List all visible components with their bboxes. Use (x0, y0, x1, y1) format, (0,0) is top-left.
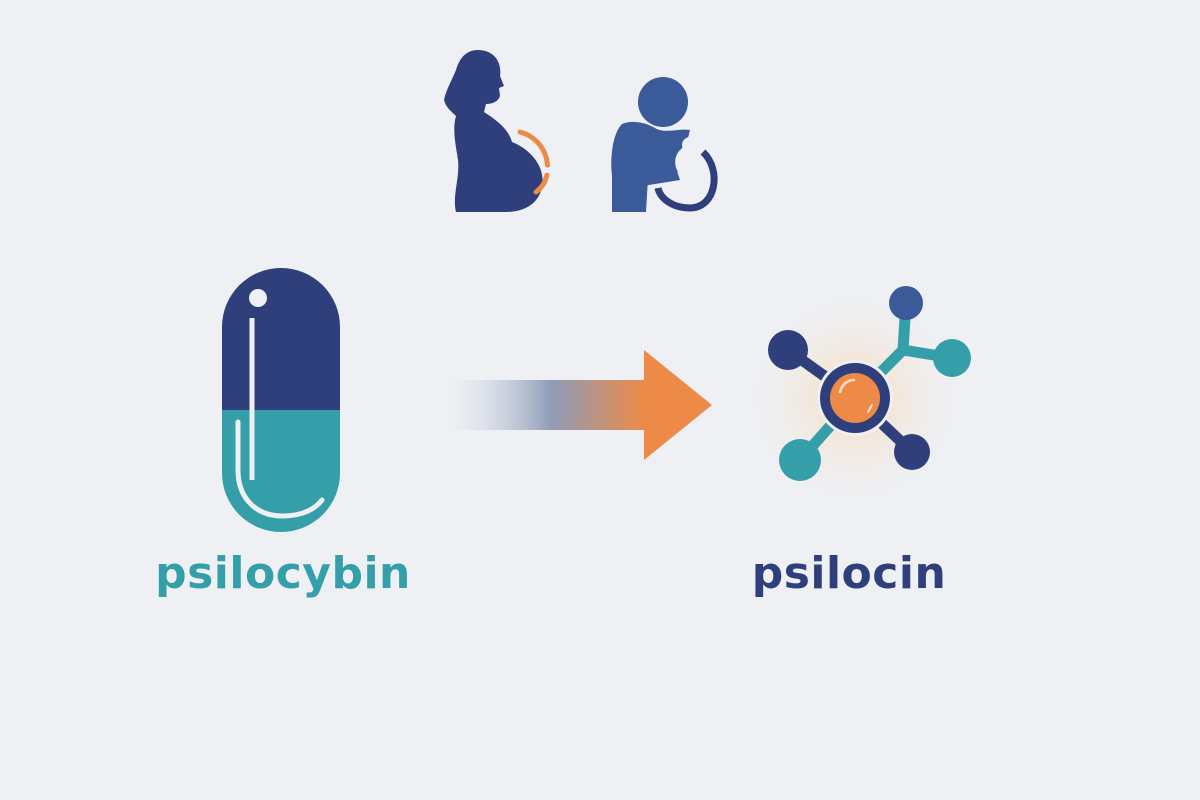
arrow-right-icon (445, 350, 712, 460)
molecule-icon (735, 278, 975, 518)
psilocin-label: psilocin (751, 548, 947, 599)
molecule-atom (768, 330, 808, 370)
capsule-pill-icon (222, 268, 340, 532)
molecule-atom (889, 286, 923, 320)
molecule-atom (933, 339, 971, 377)
molecule-atom (894, 434, 930, 470)
parent-holding-infant-icon (611, 77, 718, 212)
molecule-atom (779, 439, 821, 481)
psilocybin-label: psilocybin (155, 548, 411, 599)
pregnant-woman-icon (444, 50, 551, 212)
